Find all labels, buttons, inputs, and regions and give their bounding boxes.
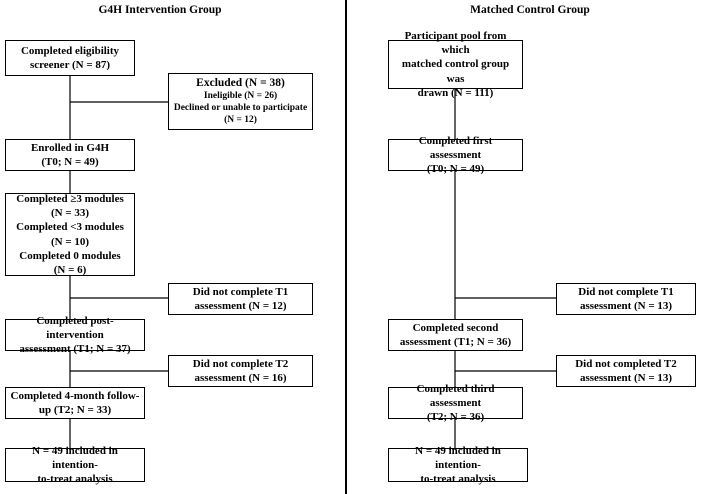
first-assessment-box: Completed first assessment (T0; N = 49) — [388, 135, 523, 175]
t1-missing-right-line2: assessment (N = 13) — [579, 300, 673, 312]
excluded-declined-line1: Declined or unable to participate — [173, 103, 308, 114]
post-intervention-line1: Completed post-intervention — [36, 314, 114, 341]
eligibility-screener-line2: screener (N = 87) — [29, 59, 111, 71]
t2-missing-left-box: Did not complete T2 assessment (N = 16) — [168, 355, 313, 387]
t1-missing-left-line2: assessment (N = 12) — [194, 300, 287, 312]
followup-box: Completed 4-month follow- up (T2; N = 33… — [5, 387, 145, 419]
intervention-group-heading: G4H Intervention Group — [98, 4, 222, 16]
t1-missing-left-box: Did not complete T1 assessment (N = 12) — [168, 283, 313, 315]
t1-missing-right-line1: Did not complete T1 — [578, 285, 674, 298]
third-assessment-line2: (T2; N = 36) — [426, 411, 485, 424]
third-assessment-box: Completed third assessment (T2; N = 36) — [388, 383, 523, 423]
first-assessment-line1: Completed first assessment — [418, 134, 493, 161]
eligibility-screener-line1: Completed eligibility — [20, 44, 120, 57]
third-assessment-line1: Completed third assessment — [416, 382, 495, 409]
itt-right-line2: to-treat analysis — [420, 473, 496, 486]
participant-pool-box: Participant pool from which matched cont… — [388, 30, 523, 99]
participant-pool-line1: Participant pool from which — [404, 29, 507, 57]
t2-missing-left-line2: assessment (N = 16) — [194, 372, 287, 384]
second-assessment-line1: Completed second — [412, 321, 499, 334]
modules-line2: (N = 33) — [50, 206, 90, 219]
second-assessment-line2: assessment (T1; N = 36) — [399, 336, 512, 348]
post-intervention-box: Completed post-intervention assessment (… — [5, 315, 145, 355]
first-assessment-line2: (T0; N = 49) — [426, 163, 485, 176]
modules-line5: Completed 0 modules — [19, 249, 121, 262]
participant-pool-line3: drawn (N = 111) — [417, 86, 494, 99]
excluded-declined-line2: (N = 12) — [224, 114, 257, 125]
excluded-box: Excluded (N = 38) Ineligible (N = 26) De… — [168, 73, 313, 130]
t2-missing-right-line1: Did not completed T2 — [575, 357, 677, 370]
t1-missing-left-line1: Did not complete T1 — [192, 285, 289, 298]
followup-line2: up (T2; N = 33) — [38, 404, 112, 416]
t2-missing-right-line2: assessment (N = 13) — [579, 372, 673, 384]
enrolled-line2: (T0; N = 49) — [41, 156, 99, 168]
participant-pool-line2: matched control group was — [401, 58, 510, 85]
enrolled-box: Enrolled in G4H (T0; N = 49) — [5, 139, 135, 171]
modules-box: Completed ≥3 modules (N = 33) Completed … — [5, 193, 135, 276]
itt-left-line1: N = 49 included in intention- — [32, 444, 118, 471]
t2-missing-left-line1: Did not complete T2 — [192, 357, 289, 370]
excluded-ineligible: Ineligible (N = 26) — [203, 91, 278, 102]
itt-left-box: N = 49 included in intention- to-treat a… — [5, 445, 145, 485]
excluded-title: Excluded (N = 38) — [196, 77, 285, 90]
modules-line6: (N = 6) — [53, 264, 87, 277]
followup-line1: Completed 4-month follow- — [10, 389, 140, 402]
enrolled-line1: Enrolled in G4H — [30, 141, 110, 154]
itt-right-box: N = 49 included in intention- to-treat a… — [388, 445, 528, 485]
second-assessment-box: Completed second assessment (T1; N = 36) — [388, 319, 523, 351]
modules-line3: Completed <3 modules — [16, 221, 124, 234]
control-group-heading: Matched Control Group — [470, 4, 590, 16]
post-intervention-line2: assessment (T1; N = 37) — [19, 343, 131, 356]
t1-missing-right-box: Did not complete T1 assessment (N = 13) — [556, 283, 696, 315]
modules-line1: Completed ≥3 modules — [16, 192, 124, 205]
t2-missing-right-box: Did not completed T2 assessment (N = 13) — [556, 355, 696, 387]
itt-right-line1: N = 49 included in intention- — [415, 444, 501, 471]
eligibility-screener-box: Completed eligibility screener (N = 87) — [5, 40, 135, 76]
itt-left-line2: to-treat analysis — [37, 473, 113, 486]
modules-line4: (N = 10) — [50, 235, 90, 248]
